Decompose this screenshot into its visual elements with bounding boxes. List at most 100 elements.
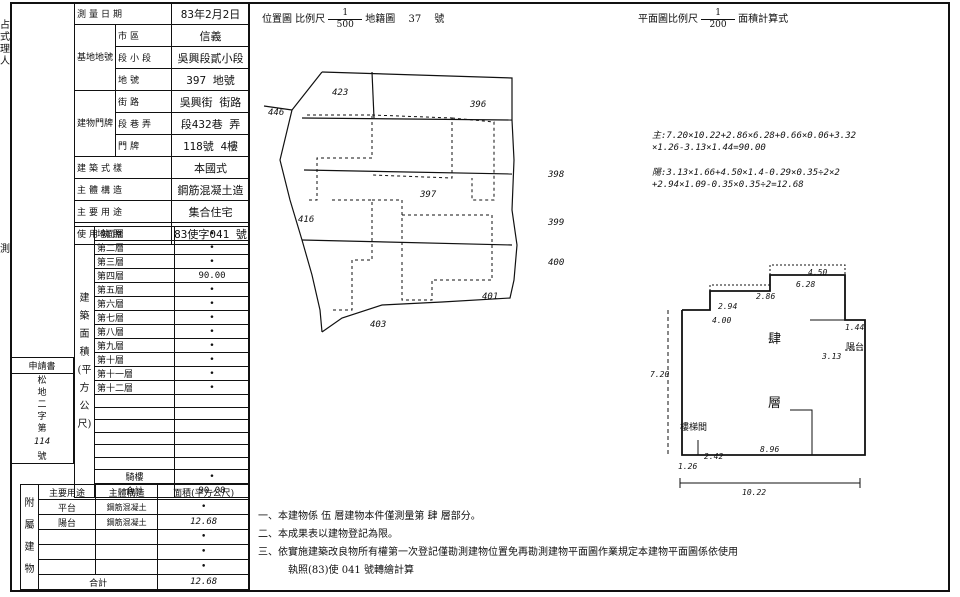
blank-cell — [94, 544, 159, 560]
plan-dimension: 7.20 — [650, 370, 670, 379]
note-line: 二、本成果表以建物登記為限。 — [258, 529, 398, 540]
floor-name: 第八層 — [94, 324, 175, 339]
floor-name: 第十一層 — [94, 366, 175, 381]
building-info-table: 測量日期 83年2月2日 基地地號 市區 信義 段小段 吳興段貳小段 地號 39… — [73, 2, 250, 245]
floor-row: 建築面積(平方公尺)地面層• — [74, 226, 250, 498]
note-line: 三、依實施建築改良物所有權第一次登記僅勘測建物位置免再勘測建物平面圖作業規定本建… — [258, 547, 738, 558]
calc-line: ×1.26-3.13×1.44=90.00 — [652, 143, 766, 153]
attached-use: 平台 — [38, 499, 96, 515]
floor-row: 第二層• — [75, 240, 250, 255]
blank-cell — [174, 456, 250, 470]
lot-label: 416 — [298, 215, 315, 225]
applicant-line: 第 — [37, 424, 47, 434]
floor-row: 第八層• — [75, 324, 250, 339]
floor-area: • — [174, 352, 250, 367]
lot-group-label: 基地地號 — [73, 24, 117, 91]
plan-dimension: 4.50 — [808, 268, 828, 277]
plan-dimension: 8.96 — [760, 445, 780, 454]
blank-cell — [174, 394, 250, 408]
plan-dimension: 6.28 — [796, 280, 816, 289]
blank-cell — [94, 456, 175, 470]
attached-structure: 鋼筋混凝土 — [94, 514, 159, 530]
calc-line: 陽:3.13×1.66+4.50×1.4-0.29×0.35÷2×2 — [652, 168, 840, 178]
attached-area: 12.68 — [157, 514, 250, 530]
plan-dimension: 2.86 — [756, 292, 776, 301]
floor-name: 第九層 — [94, 338, 175, 353]
blank-cell — [94, 529, 159, 545]
attached-structure: 鋼筋混凝土 — [94, 499, 159, 515]
floor-plan — [667, 264, 866, 488]
blank-cell — [38, 559, 96, 575]
floor-name: 第五層 — [94, 282, 175, 297]
applicant-line: 地 — [37, 388, 47, 398]
lot-label: 397 — [420, 190, 437, 200]
attached-header: 主體構造 — [94, 484, 159, 500]
structure-label: 主體構造 — [73, 178, 173, 201]
applicant-number: 114 — [33, 437, 51, 447]
floor-name: 第二層 — [94, 240, 175, 255]
survey-date-value: 83年2月2日 — [171, 2, 250, 25]
location-map — [263, 71, 518, 333]
floor-name: 第六層 — [94, 296, 175, 311]
applicant-box: 申請書 松地二字第 114 號 — [10, 357, 74, 464]
attached-header: 主要用途 — [38, 484, 96, 500]
applicant-suffix: 號 — [37, 452, 47, 462]
floor-area: • — [174, 338, 250, 353]
applicant-line: 字 — [37, 412, 47, 422]
lot-label: 398 — [548, 170, 565, 180]
blank-cell — [174, 406, 250, 420]
blank-cell — [94, 431, 175, 445]
floor-row: 第五層• — [75, 282, 250, 297]
blank-cell — [94, 394, 175, 408]
plan-dimension: 2.94 — [718, 302, 738, 311]
plan-dimension: 3.13 — [822, 352, 842, 361]
plan-dimension: 2.42 — [704, 452, 724, 461]
floor-plan-floor-number: 肆 — [768, 332, 782, 347]
attached-blank-row: • — [21, 529, 250, 545]
applicant-label: 申請書 — [11, 358, 73, 374]
street-label: 街路 — [115, 90, 173, 113]
left-margin-mark-middle: 測 — [0, 244, 10, 255]
attached-total-value: 12.68 — [157, 574, 250, 590]
floor-arcade-value: • — [174, 469, 250, 484]
floor-area: • — [174, 324, 250, 339]
floor-blank-row — [75, 394, 250, 408]
attached-row: 平台鋼筋混凝土• — [21, 499, 250, 515]
structure-value: 鋼筋混凝土造 — [171, 178, 250, 201]
alley-value: 段432巷 弄 — [171, 112, 250, 135]
applicant-lines: 松地二字第 — [11, 374, 73, 436]
lot-label: 401 — [482, 292, 499, 302]
lot-label: 400 — [548, 258, 565, 268]
section-label: 段小段 — [115, 46, 173, 69]
lot-label: 403 — [370, 320, 387, 330]
calc-line: 主:7.20×10.22+2.86×6.28+0.66×0.06+3.32 — [652, 131, 857, 141]
floor-area: • — [174, 310, 250, 325]
floor-area: • — [174, 226, 250, 241]
floor-name: 第七層 — [94, 310, 175, 325]
applicant-line: 二 — [37, 400, 47, 410]
floor-plan-floor-word: 層 — [768, 396, 782, 411]
blank-cell — [94, 444, 175, 458]
plate-value: 118號 4樓 — [171, 134, 250, 157]
door-group-label: 建物門牌 — [73, 90, 117, 157]
lot-label: 446 — [268, 108, 285, 118]
city-label: 市區 — [115, 24, 173, 47]
floor-row: 第六層• — [75, 296, 250, 311]
alley-label: 段巷弄 — [115, 112, 173, 135]
attached-area: • — [157, 499, 250, 515]
floor-row: 第十一層• — [75, 366, 250, 381]
attached-use: 陽台 — [38, 514, 96, 530]
floor-blank-row — [75, 431, 250, 445]
plan-dimension: 1.26 — [678, 462, 698, 471]
section-value: 吳興段貳小段 — [171, 46, 250, 69]
floor-name: 第三層 — [94, 254, 175, 269]
floor-area: • — [174, 240, 250, 255]
floor-row: 第三層• — [75, 254, 250, 269]
